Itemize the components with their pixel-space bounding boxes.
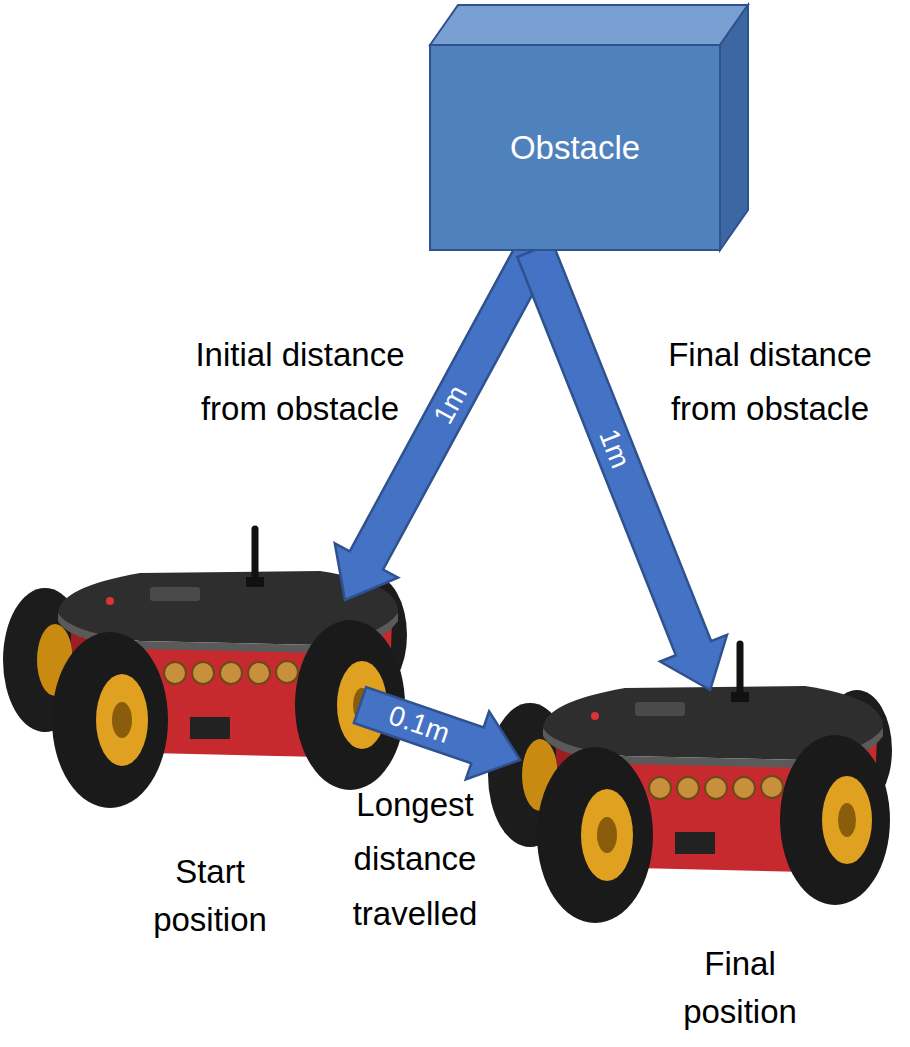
robot-node: Final position bbox=[520, 690, 890, 920]
position-caption: Final position bbox=[655, 940, 825, 1036]
robot-node: Start position bbox=[10, 600, 360, 800]
final-robot bbox=[488, 644, 892, 923]
annotation-label: Final distance from obstacle bbox=[635, 328, 905, 437]
position-caption: Start position bbox=[125, 848, 295, 944]
cube-front bbox=[430, 45, 720, 250]
caption-area: Start position bbox=[125, 848, 295, 944]
block-arrow bbox=[354, 687, 520, 779]
block-arrow bbox=[517, 243, 727, 690]
obstacle-box: Obstacle bbox=[430, 5, 748, 250]
cube-top bbox=[430, 5, 748, 45]
annotation-label: Longest distance travelled bbox=[330, 778, 500, 941]
cube-shape bbox=[430, 5, 748, 250]
cube-text-area: Obstacle bbox=[430, 45, 720, 250]
annotation-label: Initial distance from obstacle bbox=[165, 328, 435, 437]
node-label: Obstacle bbox=[510, 128, 640, 168]
caption-area: Final position bbox=[655, 940, 825, 1036]
cube-side bbox=[720, 5, 748, 250]
